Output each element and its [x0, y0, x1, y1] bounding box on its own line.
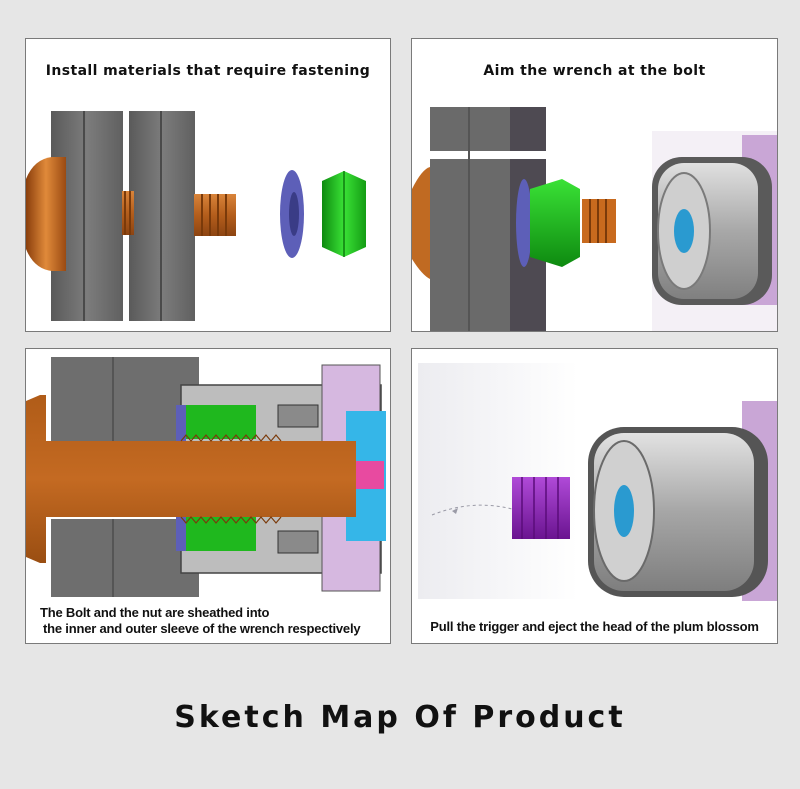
- step-3-caption: The Bolt and the nut are sheathed into t…: [40, 605, 390, 637]
- step-3-caption-line-1: The Bolt and the nut are sheathed into: [40, 605, 270, 620]
- step-4-caption: Pull the trigger and eject the head of t…: [430, 619, 759, 634]
- plate-top: [51, 357, 199, 441]
- plum-blossom-head: [512, 477, 570, 539]
- step-1-illustration: [26, 111, 366, 321]
- nut: [530, 179, 580, 267]
- washer: [516, 179, 532, 267]
- step-3-panel: The Bolt and the nut are sheathed into t…: [25, 348, 391, 644]
- nut-bottom: [186, 517, 256, 551]
- step-3-caption-line-2: the inner and outer sleeve of the wrench…: [43, 621, 361, 636]
- bolt-head: [26, 157, 66, 271]
- step-3-illustration: [26, 357, 390, 643]
- step-2-caption: Aim the wrench at the bolt: [483, 63, 706, 79]
- step-4-illustration: [418, 363, 777, 601]
- step-1-caption: Install materials that require fastening: [45, 63, 371, 79]
- bolt: [26, 395, 356, 563]
- bolt-head: [412, 167, 430, 279]
- plum-blossom-socket: [614, 485, 634, 537]
- eject-path: [431, 504, 513, 516]
- step-1-panel: Install materials that require fastening: [25, 38, 391, 332]
- plate-bottom: [51, 519, 199, 603]
- bolt-shank: [194, 194, 236, 236]
- plum-blossom-socket: [674, 209, 694, 253]
- step-2-panel: Aim the wrench at the bolt: [411, 38, 778, 332]
- page-title: Sketch Map Of Product: [174, 700, 626, 735]
- nut-top: [186, 405, 256, 439]
- bolt-thread: [180, 434, 282, 524]
- step-2-illustration: [412, 107, 777, 331]
- step-4-panel: Pull the trigger and eject the head of t…: [411, 348, 778, 644]
